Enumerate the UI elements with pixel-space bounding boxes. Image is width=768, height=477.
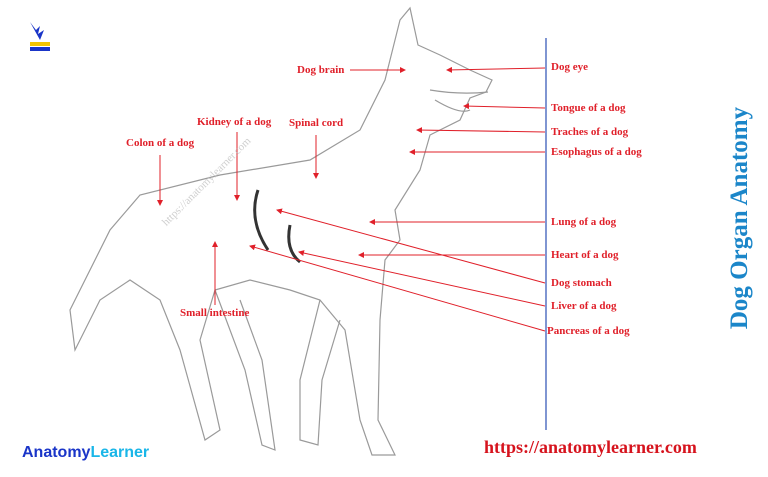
- pointer-lines: [157, 66, 546, 332]
- website-url[interactable]: https://anatomylearner.com: [484, 437, 697, 457]
- diagram-title: Dog Organ Anatomy: [726, 106, 753, 330]
- label-lung: Lung of a dog: [551, 216, 617, 228]
- label-heart: Heart of a dog: [551, 249, 619, 261]
- label-esophagus: Esophagus of a dog: [551, 146, 642, 158]
- logo-icon: [30, 22, 50, 51]
- brand-logo: AnatomyLearner: [22, 444, 149, 462]
- label-tongue: Tongue of a dog: [551, 102, 626, 114]
- dog-outline: [69, 6, 493, 456]
- label-colon: Colon of a dog: [126, 137, 195, 149]
- label-trachea: Traches of a dog: [551, 126, 629, 138]
- label-pancreas: Pancreas of a dog: [547, 325, 630, 337]
- label-small-intestine: Small intestine: [180, 307, 250, 319]
- label-spinal-cord: Spinal cord: [289, 117, 344, 129]
- label-stomach: Dog stomach: [551, 277, 612, 289]
- organs: [253, 189, 301, 264]
- label-kidney: Kidney of a dog: [197, 116, 272, 128]
- label-brain: Dog brain: [297, 64, 345, 76]
- label-eye: Dog eye: [551, 61, 588, 73]
- label-liver: Liver of a dog: [551, 300, 617, 312]
- brand-part1: Anatomy: [22, 444, 91, 461]
- brand-part2: Learner: [90, 444, 150, 461]
